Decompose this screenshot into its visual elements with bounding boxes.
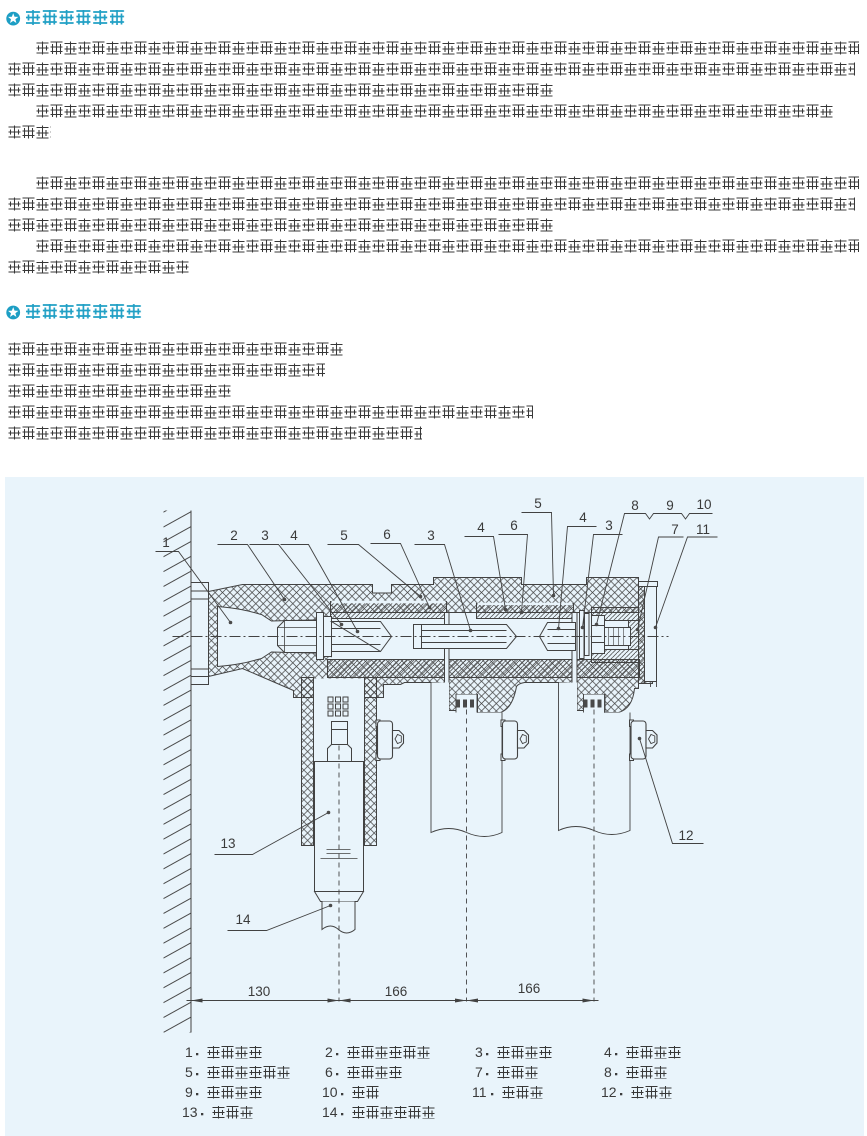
svg-text:3: 3: [475, 1044, 483, 1060]
svg-text:13: 13: [220, 836, 235, 851]
svg-text:1: 1: [162, 535, 170, 550]
svg-text:9: 9: [666, 498, 674, 513]
svg-text:3: 3: [427, 528, 435, 543]
svg-text:7: 7: [671, 522, 679, 537]
svg-text:6: 6: [325, 1064, 333, 1080]
svg-text:2: 2: [325, 1044, 333, 1060]
svg-text:4: 4: [579, 510, 587, 525]
svg-text:4: 4: [477, 520, 485, 535]
svg-text:10: 10: [696, 497, 711, 512]
svg-text:14: 14: [322, 1104, 338, 1120]
svg-text:11: 11: [472, 1084, 487, 1100]
svg-text:8: 8: [604, 1064, 612, 1080]
svg-text:5: 5: [534, 496, 542, 511]
svg-text:6: 6: [383, 527, 391, 542]
svg-text:11: 11: [696, 522, 710, 537]
svg-text:6: 6: [510, 518, 518, 533]
svg-text:130: 130: [248, 984, 271, 999]
svg-text:2: 2: [230, 528, 238, 543]
svg-text:166: 166: [518, 981, 541, 996]
svg-text:5: 5: [340, 528, 348, 543]
svg-text:4: 4: [604, 1044, 612, 1060]
svg-text:166: 166: [385, 984, 408, 999]
svg-text:5: 5: [185, 1064, 193, 1080]
svg-text:13: 13: [182, 1104, 198, 1120]
svg-text:14: 14: [235, 912, 251, 927]
svg-text:9: 9: [185, 1084, 193, 1100]
svg-text:1: 1: [185, 1044, 193, 1060]
svg-text:3: 3: [605, 518, 613, 533]
svg-text:8: 8: [631, 498, 639, 513]
svg-text:12: 12: [678, 828, 693, 843]
svg-text:3: 3: [261, 528, 269, 543]
svg-text:7: 7: [475, 1064, 483, 1080]
svg-text:10: 10: [322, 1084, 338, 1100]
svg-text:12: 12: [601, 1084, 617, 1100]
svg-text:4: 4: [290, 528, 298, 543]
